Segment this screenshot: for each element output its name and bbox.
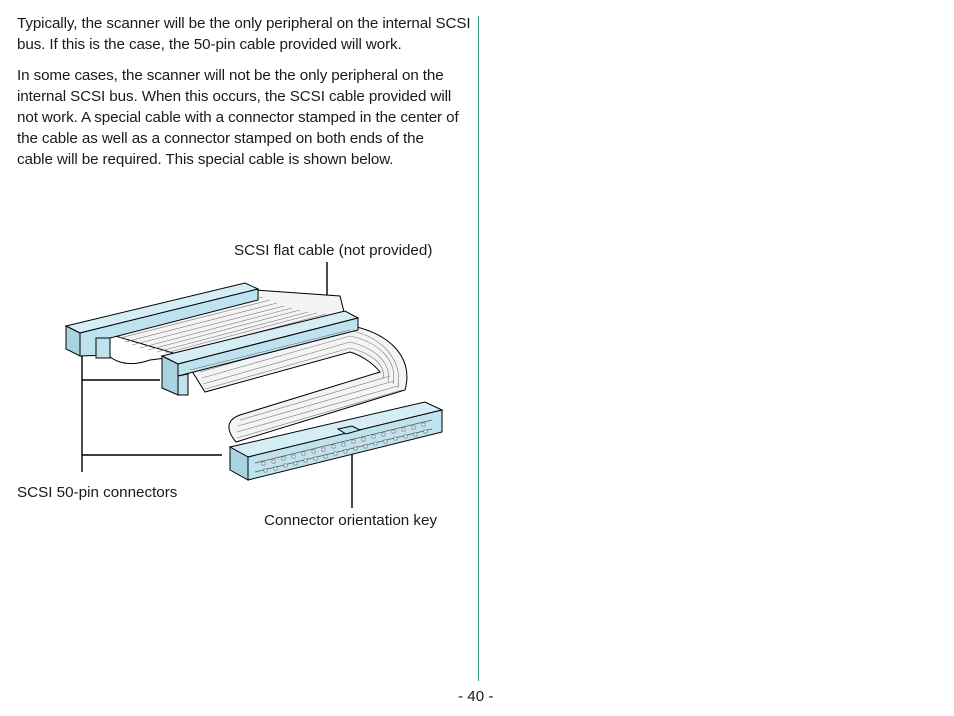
column-divider [478,16,479,681]
back-connector [64,282,260,359]
connectors-callout: SCSI 50-pin connectors [17,484,178,501]
front-connector [228,401,444,481]
special-cable-paragraph: In some cases, the scanner will not be t… [17,67,459,168]
middle-connector [160,310,360,396]
flat-cable-callout: SCSI flat cable (not provided) [234,242,433,259]
orientation-key-callout: Connector orientation key [264,512,438,529]
page-number: - 40 - [458,688,494,705]
intro-paragraph: Typically, the scanner will be the only … [17,15,471,53]
orientation-key-notch [336,425,362,435]
